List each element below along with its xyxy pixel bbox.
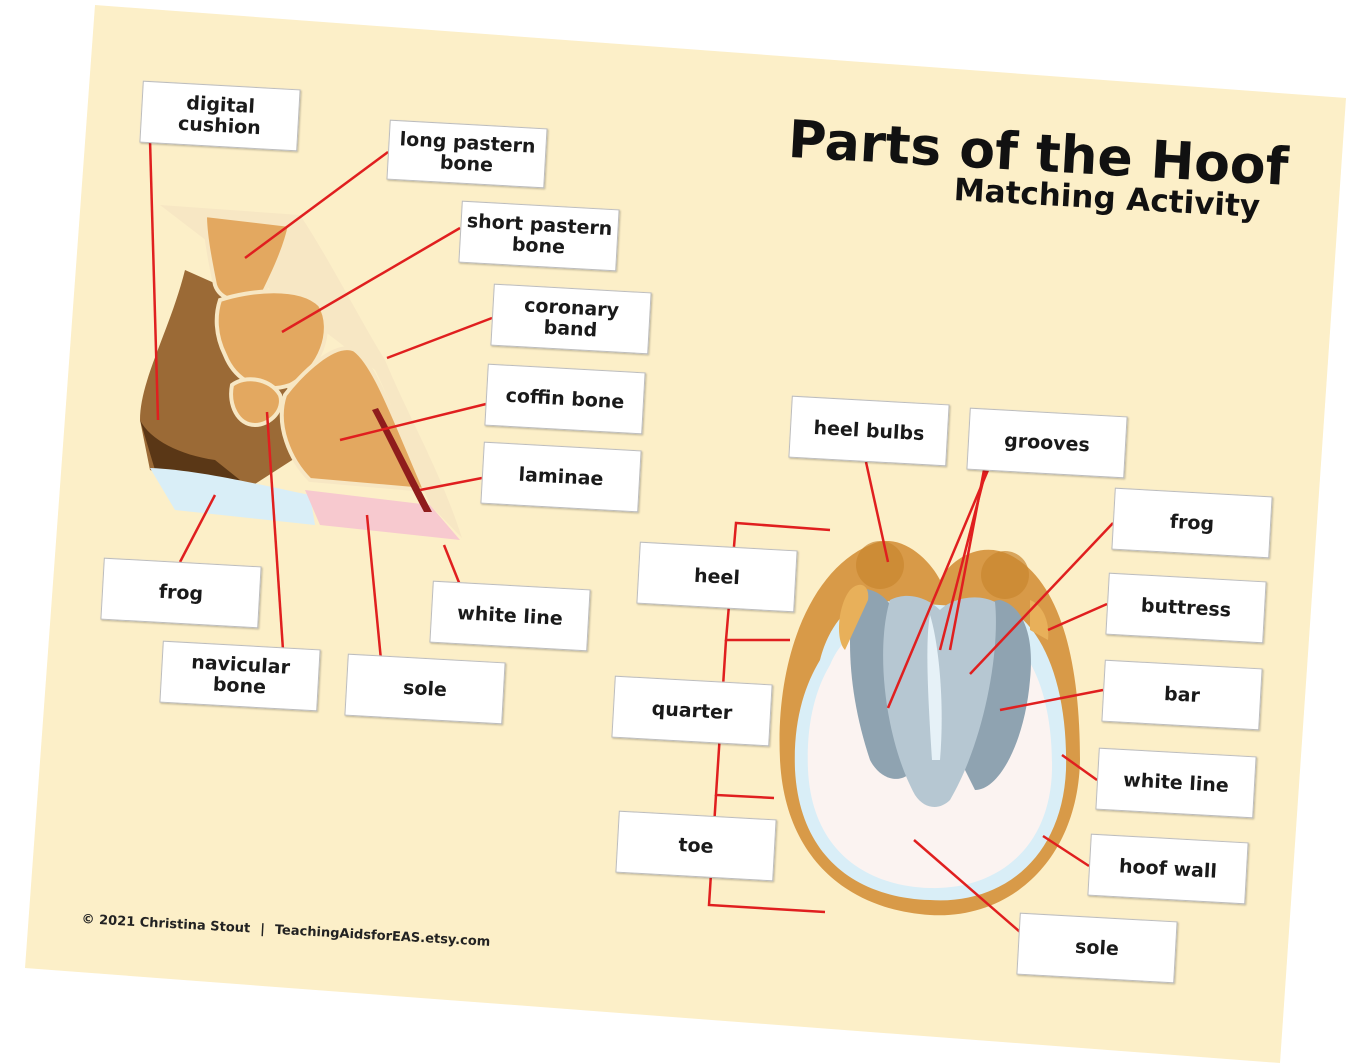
label-white-line-side[interactable]: white line	[429, 581, 590, 652]
label-buttress[interactable]: buttress	[1105, 573, 1266, 644]
label-bar[interactable]: bar	[1101, 660, 1262, 731]
label-toe[interactable]: toe	[615, 811, 776, 882]
label-sole-bottom[interactable]: sole	[1016, 913, 1177, 984]
label-frog-side[interactable]: frog	[100, 558, 261, 629]
label-heel[interactable]: heel	[636, 542, 797, 613]
label-short-pastern-bone[interactable]: short pastern bone	[458, 201, 619, 272]
footer-separator: |	[260, 922, 266, 937]
label-quarter[interactable]: quarter	[611, 676, 772, 747]
label-hoof-wall[interactable]: hoof wall	[1087, 834, 1248, 905]
label-coronary-band[interactable]: coronary band	[490, 284, 651, 355]
heel-bulb-left	[856, 541, 904, 589]
label-white-line-bottom[interactable]: white line	[1095, 748, 1256, 819]
heel-bulb-right	[981, 551, 1029, 599]
label-digital-cushion[interactable]: digital cushion	[139, 81, 300, 152]
label-navicular-bone[interactable]: navicular bone	[159, 641, 320, 712]
label-coffin-bone[interactable]: coffin bone	[484, 364, 645, 435]
label-heel-bulbs[interactable]: heel bulbs	[788, 396, 949, 467]
label-grooves[interactable]: grooves	[966, 408, 1127, 479]
label-laminae[interactable]: laminae	[480, 442, 641, 513]
label-frog-bottom[interactable]: frog	[1111, 488, 1272, 559]
label-long-pastern-bone[interactable]: long pastern bone	[386, 120, 547, 189]
navicular-bone-shape	[231, 379, 281, 425]
label-sole-side[interactable]: sole	[344, 654, 505, 725]
